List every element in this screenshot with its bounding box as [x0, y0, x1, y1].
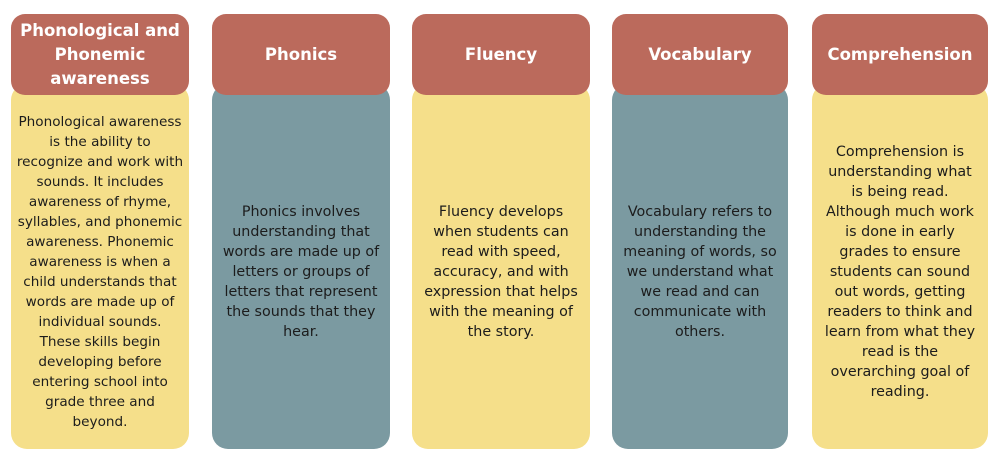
header-title: Comprehension — [827, 44, 973, 64]
card-phonological-awareness: Phonological awareness is the ability to… — [11, 84, 189, 449]
card-phonics: Phonics involves understanding that word… — [212, 84, 390, 449]
header-fluency: Fluency — [412, 14, 590, 95]
card-vocabulary: Vocabulary refers to understanding the m… — [612, 84, 788, 449]
header-comprehension: Comprehension — [812, 14, 988, 95]
card-comprehension: Comprehension is understanding what is b… — [812, 84, 988, 449]
card-body-text: Vocabulary refers to understanding the m… — [623, 203, 777, 340]
header-title: Phonological and Phonemic awareness — [20, 20, 180, 88]
header-phonological-awareness: Phonological and Phonemic awareness — [11, 14, 189, 95]
header-phonics: Phonics — [212, 14, 390, 95]
header-title: Phonics — [264, 44, 338, 64]
card-body-text: Fluency develops when students can read … — [424, 203, 578, 340]
card-fluency: Fluency develops when students can read … — [412, 84, 590, 449]
header-title: Fluency — [464, 44, 538, 64]
card-body-text: Comprehension is understanding what is b… — [824, 143, 976, 400]
card-body-text: Phonics involves understanding that word… — [222, 203, 380, 340]
header-title: Vocabulary — [648, 44, 752, 64]
header-vocabulary: Vocabulary — [612, 14, 788, 95]
card-body-text: Phonological awareness is the ability to… — [16, 113, 184, 430]
